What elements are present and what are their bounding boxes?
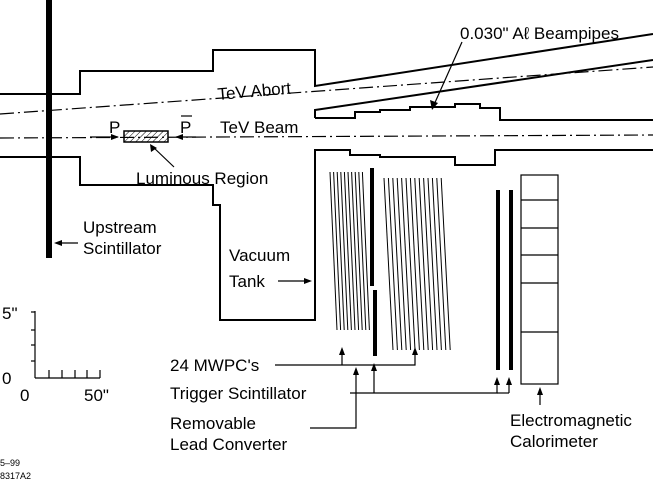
mwpc-plane — [333, 171, 342, 331]
mwpc-plane — [418, 177, 429, 351]
mwpc-plane — [396, 177, 407, 351]
scale-y-tick-label: 5" — [2, 304, 18, 323]
luminous-region-label: Luminous Region — [136, 169, 268, 188]
mwpc-group-2 — [383, 177, 451, 351]
pbar-label: P — [180, 118, 191, 137]
beampipe-upper-outline — [0, 33, 653, 95]
scale-x-zero-label: 0 — [20, 386, 29, 405]
mwpc-plane — [387, 177, 398, 351]
scale-x-tick-label: 50" — [84, 386, 109, 405]
mwpc-plane — [436, 177, 447, 351]
mwpc-plane — [392, 177, 403, 351]
beampipe-lower-outline — [0, 149, 653, 321]
lead-converter-label-1: Removable — [170, 414, 256, 433]
p-label: P — [109, 118, 120, 137]
mwpc-group-1 — [329, 171, 370, 331]
mwpc-plane — [405, 177, 416, 351]
tev-abort-label: TeV Abort — [217, 79, 292, 104]
vacuum-tank-label-2: Tank — [229, 272, 265, 291]
mwpc-plane — [431, 177, 442, 351]
scale-bar — [31, 311, 101, 379]
trigger-scintillator-1 — [370, 168, 374, 286]
mwpc-plane — [347, 171, 356, 331]
beampipes-label: 0.030" Aℓ Beampipes — [460, 24, 619, 43]
mwpc-plane — [343, 171, 352, 331]
tev-abort-line — [0, 66, 653, 115]
mwpc-plane — [414, 177, 425, 351]
mwpc-plane — [340, 171, 349, 331]
mwpc-plane — [336, 171, 345, 331]
beampipe-inner-upper — [314, 59, 653, 118]
vacuum-tank-label-1: Vacuum — [229, 246, 290, 265]
mwpc-plane — [354, 171, 363, 331]
lead-converter-label-2: Lead Converter — [170, 435, 288, 454]
trigger-scintillator-2 — [496, 190, 500, 370]
lead-converter — [373, 290, 377, 356]
luminous-region-box — [123, 130, 169, 143]
calorimeter-label-2: Calorimeter — [510, 432, 598, 451]
calorimeter — [520, 174, 559, 385]
mwpc-label: 24 MWPC's — [170, 356, 259, 375]
mwpc-plane — [423, 177, 434, 351]
mwpc-plane — [409, 177, 420, 351]
trigger-scintillator-3 — [509, 190, 513, 370]
beampipe-inner-mid — [315, 103, 653, 121]
upstream-scintillator — [46, 0, 52, 258]
p-arrowhead — [111, 134, 119, 140]
mwpc-plane — [440, 177, 451, 351]
figure-code: 8317A2 — [0, 471, 31, 481]
upstream-scintillator-label-1: Upstream — [83, 218, 157, 237]
pbar-arrowhead — [175, 134, 183, 140]
tev-beam-label: TeV Beam — [220, 118, 298, 137]
mwpc-plane — [401, 177, 412, 351]
mwpc-plane — [329, 171, 338, 331]
mwpc-plane — [427, 177, 438, 351]
figure-date: 5–99 — [0, 458, 20, 468]
upstream-scintillator-label-2: Scintillator — [83, 239, 162, 258]
mwpc-plane — [361, 171, 370, 331]
trigger-scintillator-label: Trigger Scintillator — [170, 384, 307, 403]
mwpc-plane — [358, 171, 367, 331]
mwpc-plane — [383, 177, 394, 351]
scale-origin-label: 0 — [2, 369, 11, 388]
calorimeter-label-1: Electromagnetic — [510, 411, 632, 430]
mwpc-plane — [351, 171, 360, 331]
